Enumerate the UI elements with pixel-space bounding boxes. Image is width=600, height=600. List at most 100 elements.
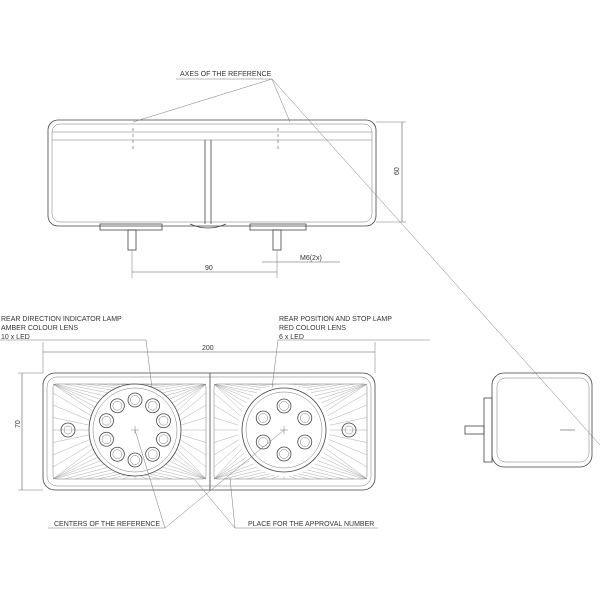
- led: [255, 434, 271, 450]
- reflector-ray: [144, 474, 161, 480]
- label-left-lamp-1: REAR DIRECTION INDICATOR LAMP: [1, 316, 122, 323]
- reflector-ray: [314, 383, 365, 397]
- reflector-ray: [223, 469, 262, 480]
- reflector-ray: [298, 383, 322, 387]
- label-left-lamp-3: 10 x LED: [1, 334, 30, 341]
- reflector-ray: [310, 466, 355, 480]
- led-inner: [130, 395, 140, 405]
- label-right-lamp-3: 6 x LED: [279, 334, 304, 341]
- reflector-pattern-right: [213, 383, 368, 480]
- led-inner: [101, 415, 112, 426]
- reflector-ray: [172, 383, 207, 404]
- reflector-ray: [180, 417, 207, 426]
- reflector-ray: [179, 439, 207, 456]
- reflector-ray: [52, 417, 90, 426]
- reflector-ray: [172, 456, 207, 480]
- reflector-ray: [298, 473, 322, 480]
- reflector-ray: [258, 474, 275, 480]
- led: [99, 431, 114, 447]
- led: [276, 398, 292, 414]
- reflector-ray: [169, 383, 207, 400]
- led-inner: [300, 413, 310, 423]
- reflector-ray: [179, 404, 207, 421]
- reflector-ray: [213, 383, 247, 404]
- reflector-ray: [52, 439, 91, 456]
- led-inner: [101, 434, 112, 445]
- reflector-ray: [213, 460, 250, 480]
- reflector-ray: [149, 383, 173, 387]
- reflector-ray: [325, 383, 368, 412]
- reflector-ray: [165, 383, 207, 397]
- reflector-ray: [52, 383, 98, 404]
- led: [99, 413, 114, 429]
- reflector-ray: [213, 417, 239, 426]
- reflector-ray: [52, 434, 90, 443]
- reflector-ray: [293, 383, 309, 386]
- led: [145, 446, 161, 462]
- led: [255, 410, 271, 426]
- led: [297, 410, 313, 426]
- reflector-ray: [178, 444, 207, 468]
- led: [145, 398, 161, 414]
- label-left-lamp-2: AMBER COLOUR LENS: [1, 325, 78, 332]
- led-inner: [300, 437, 310, 447]
- reflector-ray: [110, 383, 126, 386]
- reflector-ray: [314, 463, 365, 480]
- reflector-ray: [213, 383, 254, 397]
- reflector-ray: [109, 474, 126, 480]
- reflector-ray: [97, 383, 121, 387]
- reflector-ray: [259, 383, 275, 386]
- label-right-lamp-1: REAR POSITION AND STOP LAMP: [279, 316, 392, 323]
- reflector-ray: [213, 404, 240, 421]
- reflector-ray: [213, 383, 258, 394]
- reflector-ray: [306, 469, 345, 480]
- led-inner: [147, 449, 158, 460]
- reflector-ray: [52, 448, 94, 480]
- led: [156, 413, 171, 429]
- reflector-ray: [271, 475, 280, 480]
- reflector-ray: [328, 404, 368, 421]
- reflector-ray: [153, 471, 184, 480]
- label-approval-place: PLACE FOR THE APPROVAL NUMBER: [248, 521, 374, 528]
- reflector-ray: [306, 383, 345, 391]
- reflector-ray: [213, 434, 239, 443]
- reflector-ray: [213, 444, 241, 468]
- reflector-ray: [74, 383, 113, 391]
- front-view: 200 70 REAR DIRECTION INDICATOR LAMP AMB…: [0, 316, 430, 529]
- led-group-left: [99, 392, 171, 468]
- reflector-ray: [161, 466, 206, 480]
- reflector-ray: [169, 460, 207, 480]
- reflector-ray: [157, 383, 196, 391]
- reflector-ray: [178, 392, 207, 416]
- reflector-ray: [174, 383, 207, 408]
- reflector-ray: [52, 383, 101, 400]
- led-inner: [279, 401, 289, 411]
- reflector-ray: [235, 471, 266, 480]
- reflector-ray: [161, 383, 206, 394]
- led-inner: [258, 437, 268, 447]
- reflector-ray: [122, 475, 131, 480]
- reflector-ray: [327, 392, 368, 417]
- led-inner: [112, 449, 123, 460]
- reflector-ray: [235, 383, 266, 389]
- reflector-ray: [323, 452, 368, 480]
- reflector-ray: [153, 383, 184, 389]
- reflector-ray: [52, 452, 96, 480]
- reflector-ray: [54, 463, 105, 480]
- reflector-ray: [328, 439, 368, 456]
- reflector-ray: [310, 383, 355, 394]
- reflector-ray: [302, 383, 333, 389]
- label-centers-reference: CENTERS OF THE REFERENCE: [54, 521, 160, 528]
- reflector-ray: [327, 443, 368, 468]
- reflector-ray: [318, 460, 368, 480]
- reflector-ray: [213, 383, 250, 400]
- reflector-ray: [246, 473, 270, 480]
- reflector-ray: [323, 383, 368, 408]
- reflector-ray: [52, 392, 92, 416]
- led: [276, 446, 292, 462]
- reflector-ray: [180, 434, 207, 443]
- dim-stud-spacing: 90: [205, 265, 213, 272]
- led: [297, 434, 313, 450]
